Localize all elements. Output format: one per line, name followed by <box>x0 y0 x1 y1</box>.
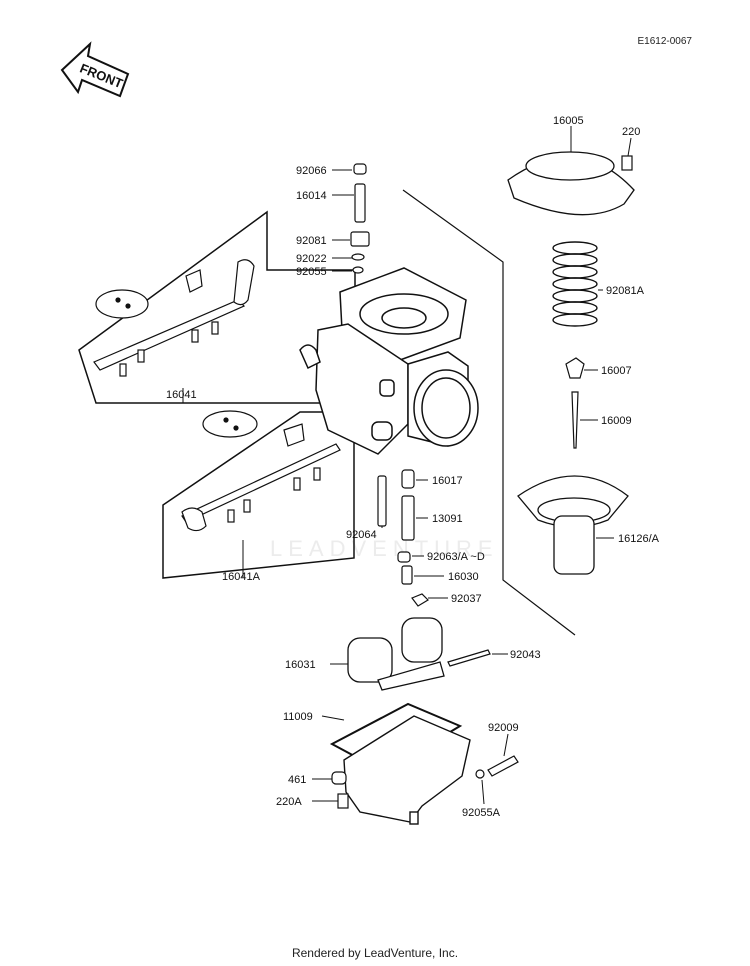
label-11009: 11009 <box>283 711 313 723</box>
label-16031: 16031 <box>285 659 316 671</box>
label-16030: 16030 <box>448 571 479 583</box>
pin-92043 <box>447 649 491 667</box>
label-16009: 16009 <box>601 415 632 427</box>
label-16126: 16126/A <box>618 533 660 545</box>
spring-92081A <box>552 241 598 327</box>
throttle-shaft-16041A <box>181 410 341 532</box>
throttle-shaft-16041 <box>93 259 255 377</box>
label-92063: 92063/A ~D <box>427 551 485 563</box>
needle-16009 <box>571 391 579 449</box>
label-92022: 92022 <box>296 253 327 265</box>
label-16041A: 16041A <box>222 571 261 583</box>
box-16041A <box>162 411 355 579</box>
label-16005: 16005 <box>553 115 584 127</box>
label-92081A: 92081A <box>606 285 645 297</box>
float-bowl <box>343 715 471 825</box>
label-220A: 220A <box>276 796 302 808</box>
label-13091: 13091 <box>432 513 463 525</box>
screw-220A-icon <box>337 793 349 809</box>
carburetor-body <box>299 267 479 455</box>
label-92009: 92009 <box>488 722 519 734</box>
label-92043: 92043 <box>510 649 541 661</box>
label-16017: 16017 <box>432 475 463 487</box>
label-92064: 92064 <box>346 529 377 541</box>
oring-461 <box>331 771 347 785</box>
jet-parts <box>350 163 429 607</box>
top-cap-16005 <box>507 151 635 216</box>
label-16014: 16014 <box>296 190 327 202</box>
label-92066: 92066 <box>296 165 327 177</box>
label-461: 461 <box>288 774 306 786</box>
label-92081: 92081 <box>296 235 327 247</box>
drain-screw-92009 <box>487 755 519 777</box>
label-92037: 92037 <box>451 593 482 605</box>
front-arrow-icon: FRONT <box>60 41 130 98</box>
float-16031 <box>347 617 445 691</box>
label-92055: 92055 <box>296 266 327 278</box>
piston-16126 <box>517 475 629 575</box>
holder-16007 <box>565 357 585 379</box>
leader-lines <box>182 126 632 805</box>
footer-credit: Rendered by LeadVenture, Inc. <box>291 946 459 960</box>
label-92055A: 92055A <box>462 807 501 819</box>
label-220: 220 <box>622 126 640 138</box>
screw-220-icon <box>621 155 633 171</box>
assembly-guideline <box>402 189 576 636</box>
watermark: LEADVENTURE <box>270 536 499 561</box>
washer-92055A <box>475 769 485 779</box>
label-16041: 16041 <box>166 389 197 401</box>
diagram-code: E1612-0067 <box>637 36 693 47</box>
label-16007: 16007 <box>601 365 632 377</box>
